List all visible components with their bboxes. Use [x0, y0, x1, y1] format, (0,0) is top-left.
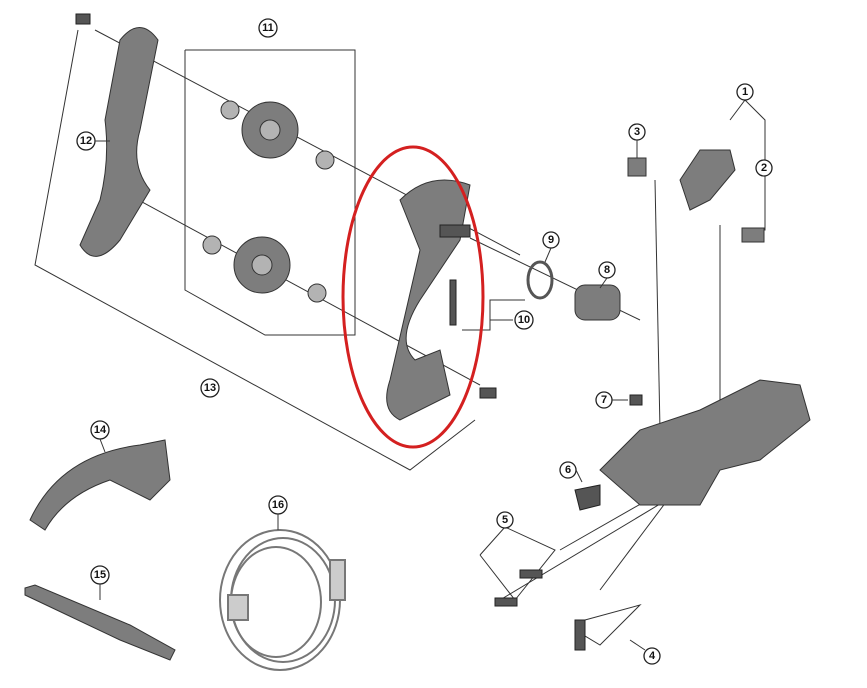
- svg-text:11: 11: [262, 22, 274, 34]
- callout-9: 9: [542, 231, 560, 249]
- outer-plate-part: [75, 13, 159, 257]
- callout-14: 14: [90, 420, 110, 440]
- callout-3: 3: [628, 123, 646, 141]
- svg-text:2: 2: [761, 162, 767, 174]
- callout-13: 13: [200, 378, 220, 398]
- callout-1: 1: [736, 83, 754, 101]
- bracket-parts: [627, 149, 765, 243]
- cable-part: [219, 529, 346, 671]
- tool-15-part: [24, 584, 176, 661]
- callout-4: 4: [643, 647, 661, 665]
- inner-plate-part: [386, 179, 497, 421]
- svg-text:15: 15: [94, 569, 106, 581]
- derailleur-body-part: [494, 379, 811, 651]
- callout-7: 7: [595, 391, 613, 409]
- callout-2: 2: [755, 159, 773, 177]
- callout-12: 12: [76, 131, 96, 151]
- callout-15: 15: [90, 565, 110, 585]
- svg-text:7: 7: [601, 394, 607, 406]
- callout-8: 8: [598, 261, 616, 279]
- svg-text:12: 12: [80, 135, 92, 147]
- svg-text:5: 5: [502, 514, 508, 526]
- svg-text:16: 16: [272, 499, 284, 511]
- callout-11: 11: [258, 18, 278, 38]
- callout-16: 16: [268, 495, 288, 515]
- svg-text:6: 6: [565, 464, 571, 476]
- svg-text:1: 1: [742, 86, 748, 98]
- callout-6: 6: [559, 461, 577, 479]
- svg-text:14: 14: [94, 424, 107, 436]
- pulley-parts: [202, 100, 335, 303]
- svg-text:8: 8: [604, 264, 610, 276]
- tool-14-part: [29, 439, 171, 531]
- svg-text:3: 3: [634, 126, 640, 138]
- svg-text:10: 10: [518, 314, 530, 326]
- svg-text:4: 4: [649, 650, 656, 662]
- svg-text:9: 9: [548, 234, 554, 246]
- highlight-ellipse: [341, 145, 485, 449]
- spring-parts: [526, 260, 621, 321]
- svg-text:13: 13: [204, 382, 216, 394]
- callout-10: 10: [514, 310, 534, 330]
- callout-leaders: [95, 140, 638, 600]
- callout-5: 5: [496, 511, 514, 529]
